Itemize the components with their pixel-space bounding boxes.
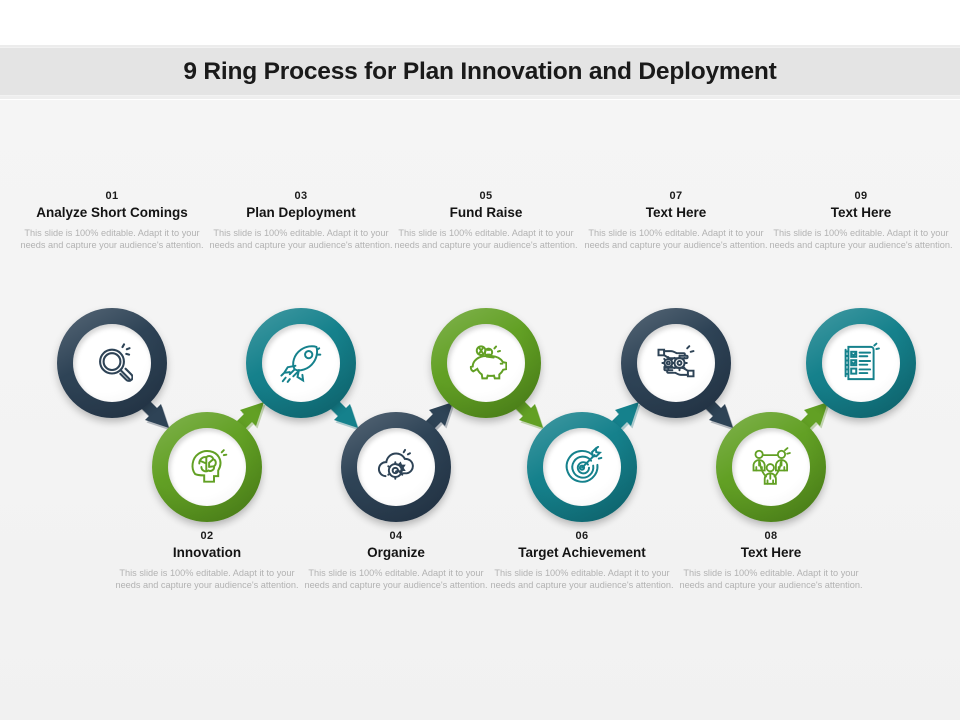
- step-body: This slide is 100% editable. Adapt it to…: [584, 228, 768, 251]
- step-body: This slide is 100% editable. Adapt it to…: [769, 228, 953, 251]
- ring-node-04[interactable]: [341, 402, 455, 526]
- ring-node-08[interactable]: [716, 402, 830, 526]
- piggy-bank-icon: [447, 324, 525, 402]
- ring-node-06[interactable]: [527, 402, 641, 526]
- step-heading: Organize: [367, 545, 425, 560]
- title-band-top-edge: [0, 45, 960, 47]
- step-heading: Fund Raise: [449, 205, 523, 220]
- page-title: 9 Ring Process for Plan Innovation and D…: [183, 57, 777, 85]
- step-body: This slide is 100% editable. Adapt it to…: [209, 228, 393, 251]
- step-body: This slide is 100% editable. Adapt it to…: [20, 228, 204, 251]
- step-heading: Text Here: [645, 205, 707, 220]
- step-body: This slide is 100% editable. Adapt it to…: [679, 568, 863, 591]
- ring-node-03[interactable]: [246, 308, 360, 431]
- step-body: This slide is 100% editable. Adapt it to…: [304, 568, 488, 591]
- team-network-icon: [732, 428, 810, 506]
- step-number: 06: [575, 530, 589, 542]
- step-heading: Text Here: [740, 545, 802, 560]
- cloud-gear-icon: [357, 428, 435, 506]
- title-band: 9 Ring Process for Plan Innovation and D…: [0, 45, 960, 99]
- step-number: 01: [105, 190, 119, 202]
- magnifier-icon: [73, 324, 151, 402]
- step-heading: Target Achievement: [518, 545, 646, 560]
- ring-node-09[interactable]: [806, 308, 916, 422]
- step-heading: Plan Deployment: [246, 205, 356, 220]
- step-number: 04: [389, 530, 403, 542]
- step-number: 02: [200, 530, 214, 542]
- ring-node-01[interactable]: [57, 308, 171, 431]
- step-heading: Innovation: [172, 545, 242, 560]
- ring-node-07[interactable]: [621, 308, 735, 431]
- step-number: 05: [479, 190, 493, 202]
- ring-node-05[interactable]: [431, 308, 545, 431]
- step-number: 07: [669, 190, 683, 202]
- step-number: 08: [764, 530, 778, 542]
- step-body: This slide is 100% editable. Adapt it to…: [394, 228, 578, 251]
- step-body: This slide is 100% editable. Adapt it to…: [115, 568, 299, 591]
- step-heading: Analyze Short Comings: [36, 205, 188, 220]
- title-band-bottom-edge: [0, 96, 960, 99]
- target-dart-icon: [543, 428, 621, 506]
- step-heading: Text Here: [830, 205, 892, 220]
- step-body: This slide is 100% editable. Adapt it to…: [490, 568, 674, 591]
- rocket-icon: [262, 324, 340, 402]
- hands-gears-icon: [637, 324, 715, 402]
- step-number: 03: [294, 190, 308, 202]
- step-number: 09: [854, 190, 868, 202]
- ring-node-02[interactable]: [152, 402, 266, 526]
- brain-head-icon: [168, 428, 246, 506]
- checklist-document-icon: [822, 324, 900, 402]
